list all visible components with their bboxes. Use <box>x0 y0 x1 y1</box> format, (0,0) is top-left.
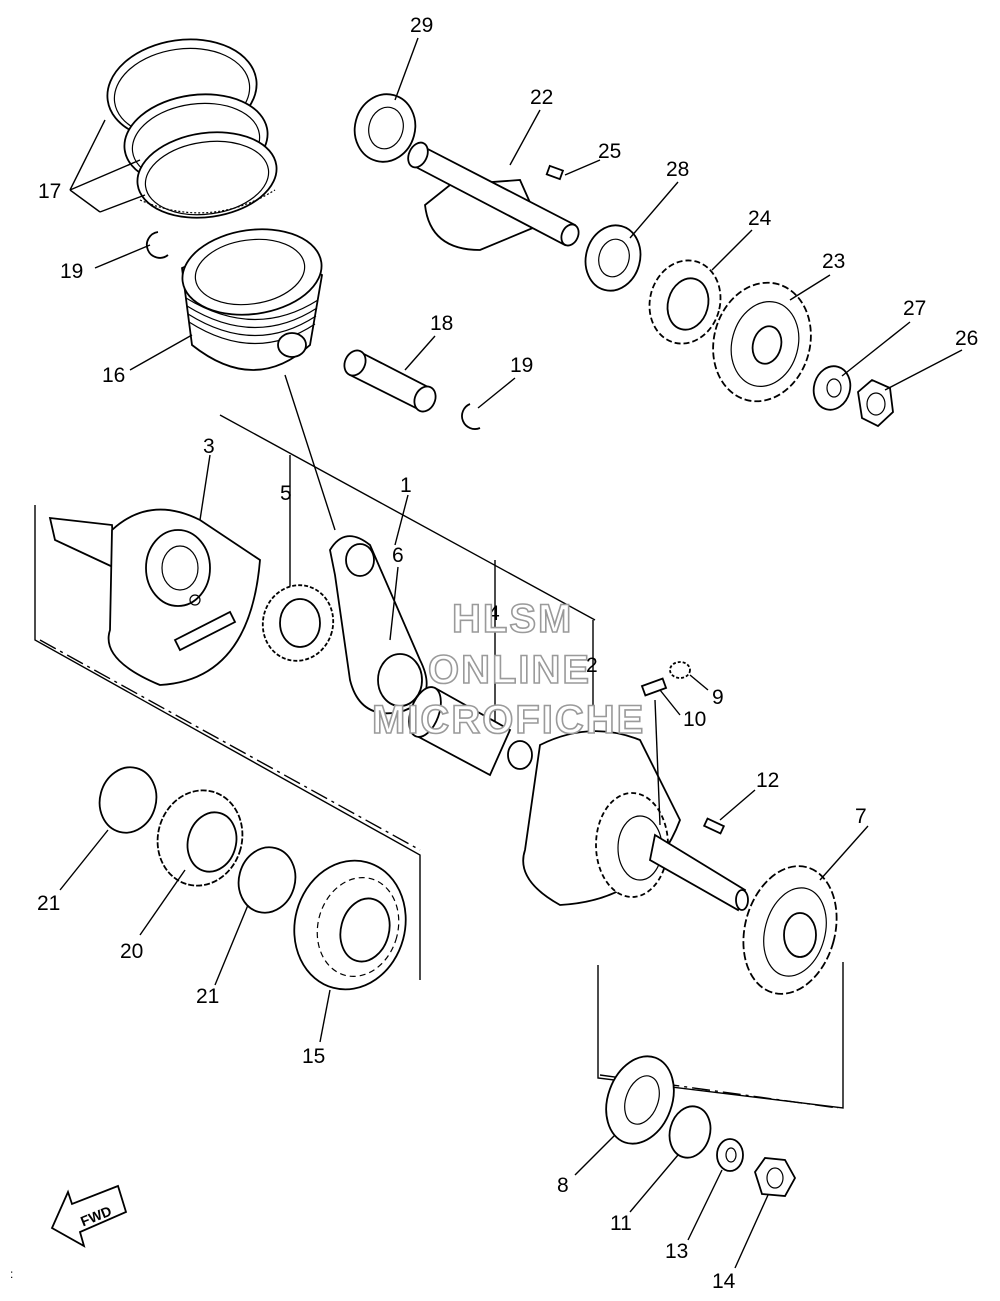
crank-pin <box>408 686 533 777</box>
piston <box>181 228 323 371</box>
plunger-10 <box>640 677 668 697</box>
key-25 <box>545 164 565 181</box>
callout-25: 25 <box>598 140 621 163</box>
bearing-15 <box>293 859 407 991</box>
watermark-line-2: ONLINE <box>428 648 591 692</box>
gear-23 <box>712 281 812 403</box>
callout-26: 26 <box>955 327 978 350</box>
callout-28: 28 <box>666 158 689 181</box>
callout-16: 16 <box>102 364 125 387</box>
callout-labels: 29 22 25 28 24 23 27 26 17 19 16 18 19 3… <box>37 14 978 1293</box>
callout-4: 4 <box>488 602 500 625</box>
spring-9 <box>669 661 691 679</box>
connecting-rod <box>329 535 428 715</box>
callout-14: 14 <box>712 1270 736 1293</box>
needle-bearing <box>261 584 335 662</box>
watermark: HLSM ONLINE MICROFICHE <box>371 596 645 743</box>
callout-11: 11 <box>610 1212 632 1235</box>
callout-21-right: 21 <box>196 985 219 1008</box>
callout-24: 24 <box>748 207 772 230</box>
primary-drive-gear <box>742 865 838 995</box>
callout-6: 6 <box>392 544 404 567</box>
callout-19-lower: 19 <box>510 354 533 377</box>
bearing-29 <box>353 93 417 163</box>
callout-13: 13 <box>665 1240 688 1263</box>
callout-22: 22 <box>530 86 553 109</box>
right-crank-web <box>522 730 749 912</box>
watermark-line-1: HLSM <box>452 597 573 641</box>
callout-20: 20 <box>120 940 143 963</box>
circlip-11 <box>668 1105 712 1159</box>
callout-17: 17 <box>38 180 61 203</box>
gear-24 <box>648 259 722 345</box>
callout-12: 12 <box>756 769 779 792</box>
key-12 <box>702 817 726 835</box>
nut-14 <box>754 1157 797 1197</box>
leader-lines <box>59 37 963 1269</box>
callout-8: 8 <box>557 1174 569 1197</box>
crank-assembly-bracket <box>34 505 421 980</box>
callout-5: 5 <box>280 482 292 505</box>
piston-rings <box>106 38 278 219</box>
callout-9: 9 <box>712 686 724 709</box>
left-crank-web <box>48 508 261 686</box>
callout-27: 27 <box>903 297 926 320</box>
callout-2: 2 <box>586 654 598 677</box>
callout-19-upper: 19 <box>60 260 83 283</box>
circlip-lower <box>461 403 481 430</box>
lock-washer-27 <box>812 365 852 411</box>
plate-8 <box>605 1055 675 1145</box>
bearing-28 <box>584 224 642 292</box>
callout-7: 7 <box>855 805 867 828</box>
fwd-arrow-icon: FWD <box>50 1184 128 1248</box>
nut-26 <box>857 378 894 428</box>
callout-10: 10 <box>683 708 706 731</box>
callout-3: 3 <box>203 435 215 458</box>
callout-15: 15 <box>302 1045 325 1068</box>
balancer-shaft <box>407 141 580 251</box>
callout-21-left: 21 <box>37 892 60 915</box>
callout-29: 29 <box>410 14 433 37</box>
circlip-upper <box>145 231 169 259</box>
circlip-21-left <box>98 766 158 834</box>
corner-mark: : <box>10 1267 13 1281</box>
washer-13 <box>716 1138 744 1172</box>
callout-18: 18 <box>430 312 453 335</box>
piston-pin <box>343 349 437 413</box>
collar-20 <box>156 789 244 887</box>
circlip-21-right <box>237 846 297 914</box>
callout-1: 1 <box>400 474 412 497</box>
watermark-line-3: MICROFICHE <box>372 698 645 742</box>
callout-23: 23 <box>822 250 845 273</box>
